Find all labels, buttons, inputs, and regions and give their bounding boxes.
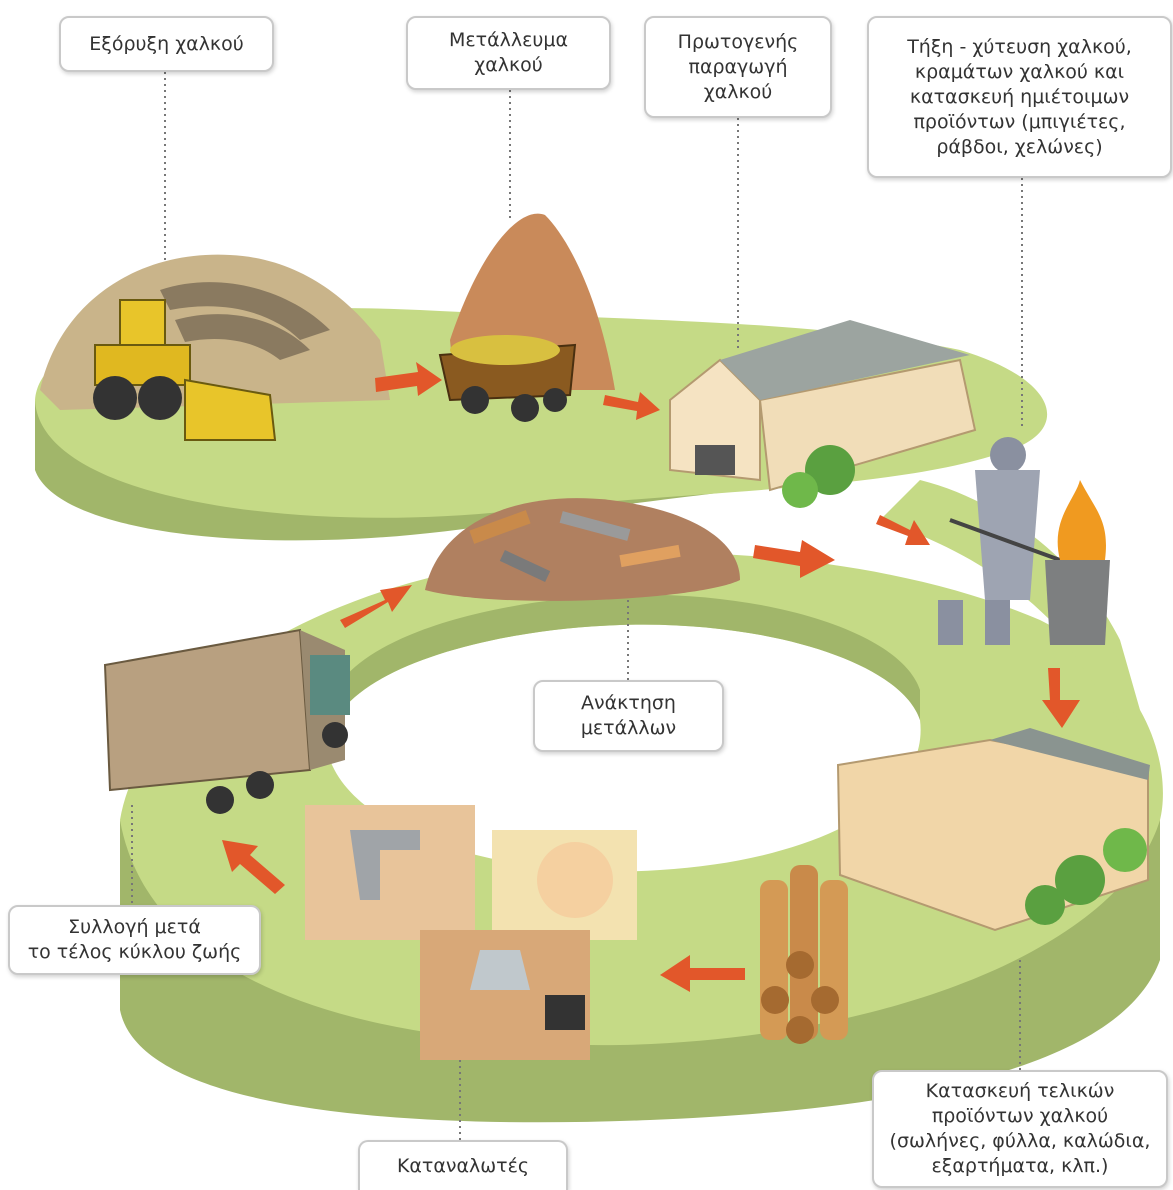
label-mining: Εξόρυξη χαλκού	[59, 16, 274, 72]
label-collection: Συλλογή μετά το τέλος κύκλου ζωής	[8, 905, 261, 975]
arrow-consumers-to-collection	[222, 840, 285, 894]
label-recovery: Ανάκτηση μετάλλων	[533, 680, 724, 752]
path-inner-wall	[328, 594, 921, 760]
label-ore-text: Μετάλλευμα χαλκού	[449, 29, 568, 76]
label-recovery-text: Ανάκτηση μετάλλων	[580, 692, 677, 739]
copper-pipes-illustration	[760, 865, 848, 1044]
label-final: Κατασκευή τελικών προϊόντων χαλκού (σωλή…	[872, 1070, 1168, 1188]
flow-arrows	[222, 362, 1080, 992]
label-primary: Πρωτογενής παραγωγή χαλκού	[644, 16, 832, 118]
consumer-products-illustration	[305, 805, 637, 1060]
flame-icon	[1057, 480, 1106, 560]
arrow-mine-to-ore	[375, 362, 442, 396]
collection-truck-illustration	[103, 628, 350, 814]
dump-truck-icon	[438, 335, 577, 422]
label-smelting-text: Τήξη - χύτευση χαλκού, κραμάτων χαλκού κ…	[907, 35, 1132, 158]
label-consumers-text: Καταναλωτές	[396, 1154, 530, 1177]
faucet-photo	[305, 805, 475, 940]
label-smelting: Τήξη - χύτευση χαλκού, κραμάτων χαλκού κ…	[867, 16, 1172, 178]
scrap-metal-illustration	[425, 498, 740, 601]
mine-illustration	[40, 254, 390, 441]
label-collection-text: Συλλογή μετά το τέλος κύκλου ζωής	[27, 916, 242, 963]
label-final-text: Κατασκευή τελικών προϊόντων χαλκού (σωλή…	[889, 1080, 1151, 1177]
mine-terraces	[160, 282, 330, 360]
factory-final-illustration	[836, 728, 1150, 932]
arrow-ore-to-factory	[603, 392, 660, 420]
arrow-factory-to-smelter	[876, 515, 930, 545]
factory-primary-illustration	[669, 320, 977, 508]
label-primary-text: Πρωτογενής παραγωγή χαλκού	[677, 30, 799, 103]
path-side-lower	[120, 780, 1160, 1123]
arrow-pipes-to-consumers	[660, 955, 745, 992]
leader-lines	[131, 72, 1023, 1140]
label-ore: Μετάλλευμα χαλκού	[406, 16, 611, 90]
ore-illustration	[438, 213, 615, 422]
label-mining-text: Εξόρυξη χαλκού	[89, 32, 244, 55]
arrow-truck-to-scrap	[340, 585, 412, 628]
bulldozer-icon	[93, 299, 277, 441]
arrow-smelter-down	[1042, 668, 1080, 728]
smelter-worker-illustration	[938, 437, 1110, 645]
arrow-scrap-to-smelter	[753, 540, 835, 578]
label-consumers: Καταναλωτές	[358, 1140, 568, 1190]
